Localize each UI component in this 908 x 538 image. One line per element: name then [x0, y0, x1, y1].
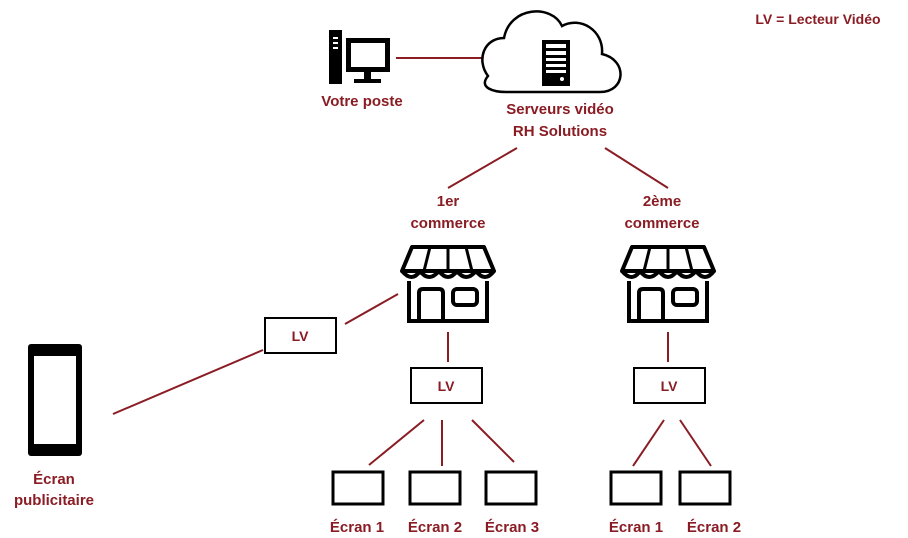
tablet-icon — [28, 344, 82, 456]
lv-box-store2: LV — [633, 367, 706, 404]
lv-box-left: LV — [264, 317, 337, 354]
servers-label-line2: RH Solutions — [513, 123, 607, 140]
store-icon — [400, 245, 496, 323]
ad-screen-label-line2: publicitaire — [14, 492, 94, 509]
store-icon — [620, 245, 716, 323]
store2-screen1-label: Écran 1 — [609, 519, 663, 536]
screen-icon — [484, 470, 538, 506]
store2-label-line2: commerce — [624, 215, 699, 232]
screen-icon — [678, 470, 732, 506]
screen-icon — [331, 470, 385, 506]
screen-icon — [609, 470, 663, 506]
store2-label-line1: 2ème — [643, 193, 681, 210]
lv-left-label: LV — [292, 328, 310, 344]
link-lv2-screen2 — [679, 419, 712, 467]
link-lv1-screen3 — [471, 419, 515, 463]
link-lv1-screen1 — [368, 419, 425, 466]
lv-box-store1: LV — [410, 367, 483, 404]
legend: LV = Lecteur Vidéo — [755, 11, 880, 27]
link-servers-store2 — [604, 147, 669, 189]
servers-label-line1: Serveurs vidéo — [506, 101, 614, 118]
cloud-server-icon — [481, 10, 622, 94]
link-lv2-screen1 — [632, 419, 665, 467]
store1-label-line2: commerce — [410, 215, 485, 232]
link-servers-store1 — [447, 147, 518, 189]
store1-screen3-label: Écran 3 — [485, 519, 539, 536]
link-store1-lv-left — [344, 293, 399, 325]
ad-screen-label-line1: Écran — [33, 471, 75, 488]
computer-icon — [329, 30, 390, 84]
workstation-label: Votre poste — [321, 93, 402, 110]
link-lv-left-ad-screen — [112, 349, 264, 415]
store1-label-line1: 1er — [437, 193, 460, 210]
lv-store2-label: LV — [661, 378, 679, 394]
store1-screen2-label: Écran 2 — [408, 519, 462, 536]
store1-screen1-label: Écran 1 — [330, 519, 384, 536]
connections — [112, 57, 712, 467]
lv-store1-label: LV — [438, 378, 456, 394]
screen-icon — [408, 470, 462, 506]
store2-screen2-label: Écran 2 — [687, 519, 741, 536]
